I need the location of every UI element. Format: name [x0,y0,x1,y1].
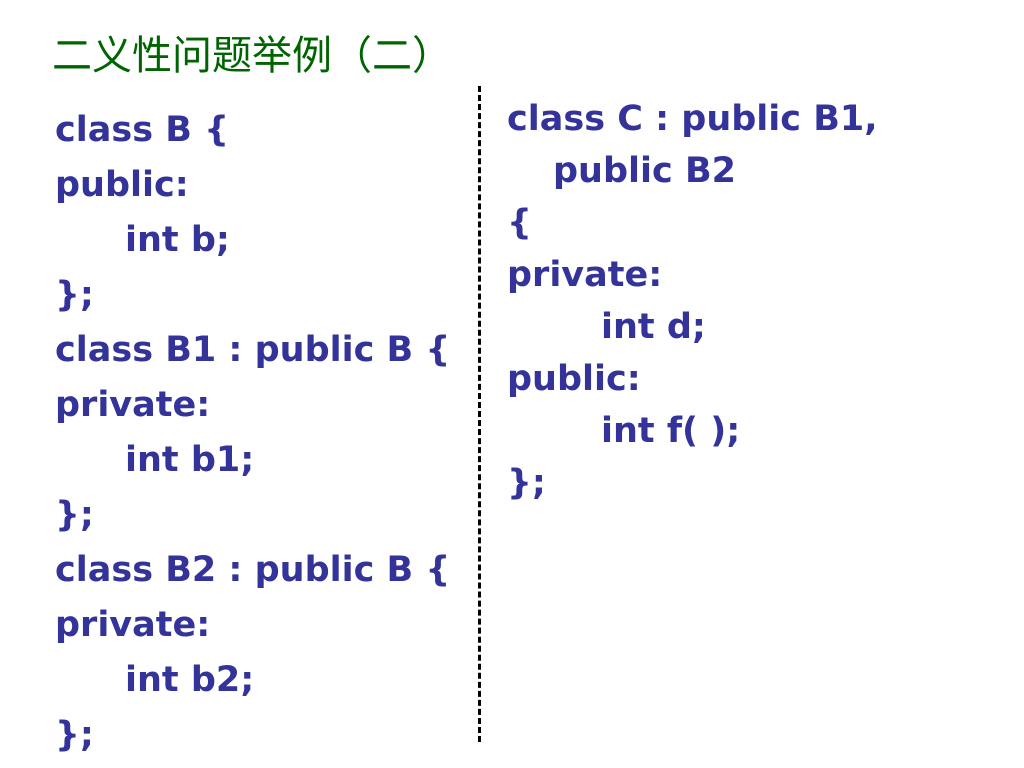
code-line: }; [55,495,94,535]
code-line: private: [55,605,211,645]
left-code-block: class B { public: int b; }; class B1 : p… [55,103,450,763]
code-line: { [507,203,532,243]
code-line: }; [55,715,94,755]
code-line: class B { [55,110,229,150]
code-line: int b; [125,220,230,260]
code-line: public: [507,359,641,399]
right-code-block: class C : public B1, public B2 { private… [507,93,878,509]
code-line: int b1; [125,440,255,480]
code-line: class C : public B1, [507,99,878,139]
code-line: class B2 : public B { [55,550,451,590]
code-line: int d; [601,307,706,347]
column-divider [478,86,481,742]
code-line: private: [55,385,211,425]
code-line: private: [507,255,663,295]
code-line: }; [55,275,94,315]
code-line: class B1 : public B { [55,330,451,370]
code-line: public B2 [553,151,736,191]
code-line: public: [55,165,189,205]
code-line: int b2; [125,660,255,700]
code-line: }; [507,463,546,503]
code-line: int f( ); [601,411,741,451]
slide-title: 二义性问题举例（二） [52,33,452,79]
